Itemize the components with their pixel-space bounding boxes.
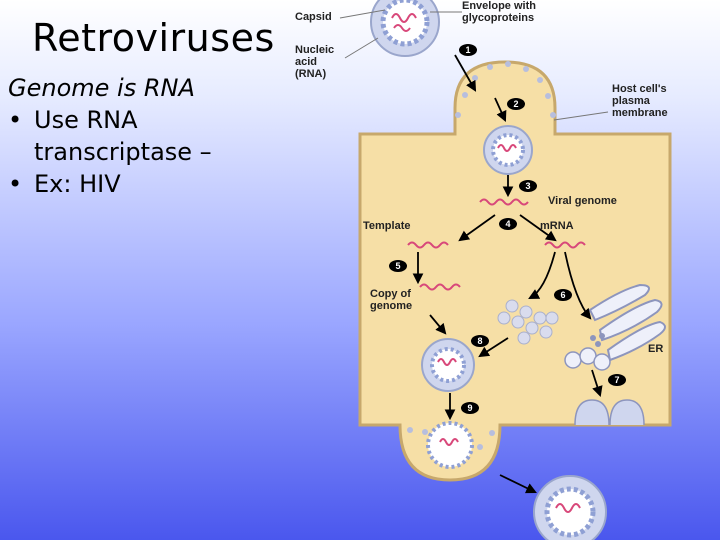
slide-title: Retroviruses bbox=[32, 16, 275, 60]
step-badge-8: 8 bbox=[471, 335, 489, 347]
released-virion bbox=[533, 475, 607, 540]
bullet-dot: • bbox=[8, 170, 23, 198]
svg-text:9: 9 bbox=[467, 403, 472, 413]
step-badges: 1 2 3 4 5 6 7 8 9 bbox=[389, 44, 626, 414]
virion-fusing bbox=[483, 125, 533, 175]
bullet-item: • Ex: HIV bbox=[8, 168, 308, 200]
er-protein-dots bbox=[590, 333, 605, 347]
bullet-text: Use RNA bbox=[34, 106, 138, 134]
label-capsid: Capsid bbox=[295, 11, 332, 23]
svg-text:4: 4 bbox=[505, 219, 510, 229]
genome-copy-rna bbox=[419, 283, 461, 291]
svg-text:3: 3 bbox=[525, 181, 530, 191]
template-rna bbox=[407, 241, 449, 249]
label-nucleic-1: Nucleic bbox=[295, 44, 334, 56]
budding-virion bbox=[426, 421, 474, 469]
endoplasmic-reticulum bbox=[588, 283, 666, 362]
step-badge-5: 5 bbox=[389, 260, 407, 272]
membrane-glycoproteins bbox=[574, 399, 645, 426]
bullet-list: Genome is RNA • Use RNA transcriptase – … bbox=[8, 72, 308, 200]
svg-text:7: 7 bbox=[614, 375, 619, 385]
step-badge-6: 6 bbox=[554, 289, 572, 301]
retrovirus-lifecycle-diagram: 1 2 3 4 5 6 7 8 9 Capsid Envelope with g… bbox=[295, 0, 672, 540]
label-host-1: Host cell's bbox=[612, 83, 667, 95]
mrna-strand bbox=[544, 241, 586, 249]
bullet-text-continued: transcriptase – bbox=[34, 138, 212, 166]
viral-genome-rna bbox=[479, 198, 529, 206]
svg-text:2: 2 bbox=[513, 99, 518, 109]
label-viral-genome: Viral genome bbox=[548, 195, 617, 207]
svg-text:5: 5 bbox=[395, 261, 400, 271]
label-envelope-1: Envelope with bbox=[462, 0, 536, 12]
label-host-2: plasma bbox=[612, 95, 651, 107]
assembling-virion bbox=[421, 338, 475, 392]
virion-entering bbox=[370, 0, 440, 57]
label-leader-lines bbox=[339, 9, 609, 121]
capsid-protein-cluster bbox=[497, 299, 559, 345]
bullet-text: Ex: HIV bbox=[34, 170, 121, 198]
svg-text:6: 6 bbox=[560, 290, 565, 300]
step-badge-9: 9 bbox=[461, 402, 479, 414]
label-er: ER bbox=[648, 343, 663, 355]
bullet-item: • Use RNA transcriptase – bbox=[8, 104, 308, 168]
bullet-dot: • bbox=[8, 106, 23, 134]
step-badge-2: 2 bbox=[507, 98, 525, 110]
svg-text:1: 1 bbox=[465, 45, 470, 55]
lead-text: Genome is RNA bbox=[8, 74, 195, 102]
label-nucleic-2: acid bbox=[295, 56, 317, 68]
label-host-3: membrane bbox=[612, 107, 668, 119]
label-copy-2: genome bbox=[370, 300, 412, 312]
label-mrna: mRNA bbox=[540, 220, 574, 232]
step-badge-3: 3 bbox=[519, 180, 537, 192]
label-copy-1: Copy of bbox=[370, 288, 411, 300]
lifecycle-arrows bbox=[412, 54, 603, 494]
label-template: Template bbox=[363, 220, 410, 232]
glycoprotein-vesicles bbox=[564, 347, 611, 371]
step-badge-4: 4 bbox=[499, 218, 517, 230]
step-badge-7: 7 bbox=[608, 374, 626, 386]
svg-text:8: 8 bbox=[477, 336, 482, 346]
label-nucleic-3: (RNA) bbox=[295, 68, 326, 80]
label-envelope-2: glycoproteins bbox=[462, 12, 534, 24]
step-badge-1: 1 bbox=[459, 44, 477, 56]
diagram-labels: Capsid Envelope with glycoproteins Nucle… bbox=[295, 0, 668, 355]
